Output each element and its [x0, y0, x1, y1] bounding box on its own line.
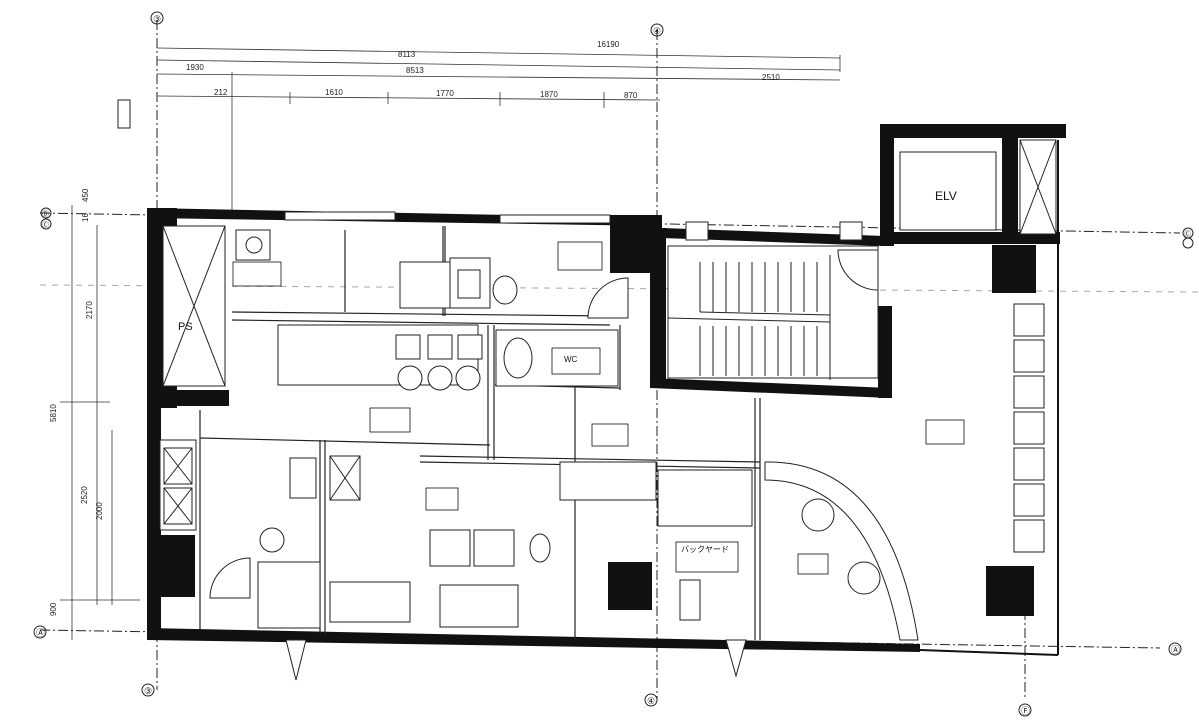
dim-top-row3-a: 8513 [406, 66, 424, 75]
sofa-seat [1013, 339, 1045, 373]
wc-label: WC [564, 355, 578, 364]
axis-f-bottom-label: Ⓕ [1021, 706, 1030, 716]
dim-top-row4-a: 212 [214, 88, 228, 97]
dim-left-c: 2520 [80, 486, 89, 504]
axis-4-bottom-label: ④ [647, 696, 655, 706]
dim-top-row4-b: 1610 [325, 88, 343, 97]
north-marker [117, 99, 131, 129]
sofa-seat [1013, 447, 1045, 481]
dim-top-total: 16190 [597, 40, 620, 49]
windows [284, 211, 611, 224]
dim-top-row4-c: 1770 [436, 89, 454, 98]
axis-4-top-label: ④ [653, 26, 661, 36]
walls [147, 124, 1066, 656]
backyard-label: バックヤード [681, 545, 729, 554]
top-dimensions: 16190 8113 1930 8513 2510 212 1610 1770 … [156, 40, 841, 210]
elv-label: ELV [935, 189, 957, 203]
left-dimensions: 5810 2170 2520 2000 900 16 450 [49, 188, 140, 640]
dim-left-top1: 16 [81, 213, 90, 222]
dim-top-row2-b: 1930 [186, 63, 204, 72]
dim-left-top2: 450 [81, 188, 90, 202]
dim-left-a: 2170 [85, 301, 94, 319]
axis-markers: ③ ④ ③ ④ Ⓕ Ⓐ Ⓑ Ⓒ Ⓐ Ⓒ [33, 11, 1194, 717]
axis-a-right-label: Ⓐ [1171, 645, 1180, 655]
dim-left-e: 900 [49, 602, 58, 616]
dim-left-d: 2000 [95, 502, 104, 520]
dim-top-row2-a: 8113 [398, 50, 416, 59]
ps-label: PS [178, 321, 193, 333]
fixtures: WC バックヤード [159, 221, 1045, 681]
elevator: ELV [899, 139, 1057, 235]
dim-top-row3-b: 2510 [762, 73, 780, 82]
axis-a-left-label: Ⓐ [36, 628, 45, 638]
axis-c-left-label: Ⓒ [42, 221, 49, 229]
axis-3-top-label: ③ [153, 14, 161, 24]
sofa-seat [1013, 411, 1045, 445]
dim-top-row4-d: 1870 [540, 90, 558, 99]
sofa-seat [1013, 483, 1045, 517]
sofa-seat [1013, 375, 1045, 409]
dim-top-row4-e: 870 [624, 91, 638, 100]
sofa-seat [1013, 303, 1045, 337]
ps-shaft: PS [162, 225, 226, 387]
axis-c-right-label: Ⓒ [1184, 230, 1191, 238]
sofa-seat [1013, 519, 1045, 553]
dim-left-b: 5810 [49, 404, 58, 422]
axis-3-bottom-label: ③ [144, 686, 152, 696]
axis-b-left-label: Ⓑ [42, 210, 49, 218]
